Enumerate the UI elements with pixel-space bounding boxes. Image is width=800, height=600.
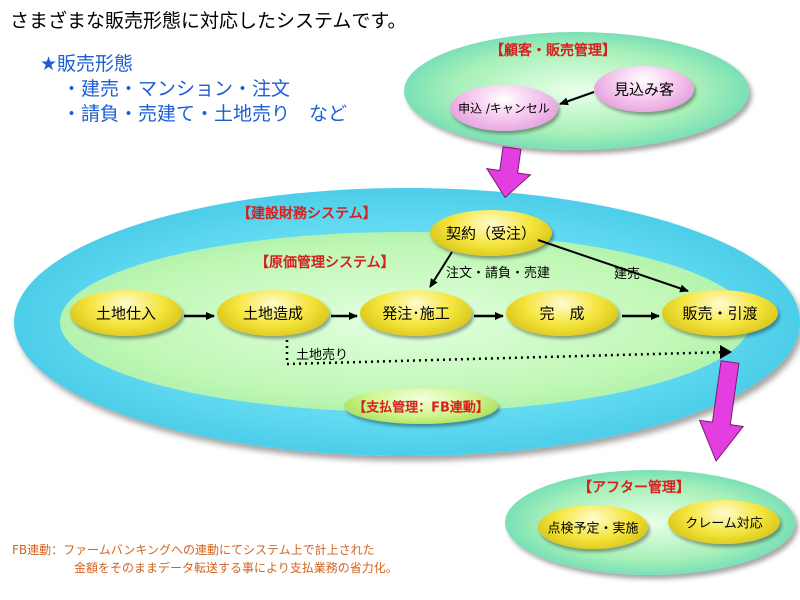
footnote-line-1: FB連動：ファームバンキングへの連動にてシステム上で計上された bbox=[12, 543, 375, 557]
customer-management-title: 【顧客・販売管理】 bbox=[490, 43, 616, 59]
land-sale-label: 土地売り bbox=[296, 348, 349, 363]
land-development-node: 土地造成 bbox=[217, 290, 329, 336]
inspection-node: 点検予定・実施 bbox=[538, 505, 648, 549]
sales-forms-line-1: ・建売・マンション・注文 bbox=[62, 78, 291, 100]
order-construction-label: 発注･施工 bbox=[382, 304, 450, 323]
inspection-label: 点検予定・実施 bbox=[547, 521, 639, 537]
completion-node: 完 成 bbox=[506, 290, 618, 336]
land-sale-dotted-path bbox=[285, 340, 729, 366]
arrow-contract-to-sale bbox=[537, 239, 689, 293]
construction-finance-title: 【建設財務システム】 bbox=[237, 206, 377, 222]
land-sale-arrowhead bbox=[720, 345, 732, 359]
branch-label: 注文・請負・売建 bbox=[446, 266, 551, 281]
application-node: 申込 /キャンセル bbox=[450, 85, 558, 131]
land-development-label: 土地造成 bbox=[242, 304, 303, 323]
magenta-arrow-down bbox=[485, 146, 532, 199]
land-purchase-label: 土地仕入 bbox=[95, 304, 156, 323]
kenuri-label: 建売 bbox=[614, 267, 641, 282]
sales-forms-line-2: ・請負・売建て・土地売り など bbox=[62, 103, 348, 125]
headline: さまざまな販売形態に対応したシステムです。 bbox=[10, 10, 407, 32]
contract-label: 契約（受注） bbox=[445, 224, 536, 243]
completion-label: 完 成 bbox=[539, 304, 585, 323]
payment-management-node: 【支払管理：FB連動】 bbox=[344, 388, 498, 424]
claim-node: クレーム対応 bbox=[668, 500, 780, 544]
arrow-contract-to-order bbox=[429, 251, 453, 288]
magenta-arrow-after bbox=[698, 360, 745, 463]
contract-node: 契約（受注） bbox=[430, 210, 552, 256]
prospect-label: 見込み客 bbox=[613, 80, 674, 99]
prospect-to-application-arrow bbox=[559, 91, 595, 106]
payment-management-title: 【支払管理：FB連動】 bbox=[353, 400, 489, 416]
claim-label: クレーム対応 bbox=[685, 516, 763, 532]
land-purchase-node: 土地仕入 bbox=[70, 290, 182, 336]
order-construction-node: 発注･施工 bbox=[360, 290, 472, 336]
prospect-node: 見込み客 bbox=[594, 66, 694, 112]
sale-handover-node: 販売・引渡 bbox=[662, 290, 778, 336]
sale-handover-label: 販売・引渡 bbox=[682, 304, 758, 323]
sales-forms-heading: ★販売形態 bbox=[40, 53, 134, 75]
footnote-line-2: 金額をそのままデータ転送する事により支払業務の省力化。 bbox=[74, 561, 398, 575]
application-label: 申込 /キャンセル bbox=[458, 101, 550, 116]
cost-management-title: 【原価管理システム】 bbox=[255, 255, 395, 271]
after-management-title: 【アフター管理】 bbox=[578, 480, 690, 496]
